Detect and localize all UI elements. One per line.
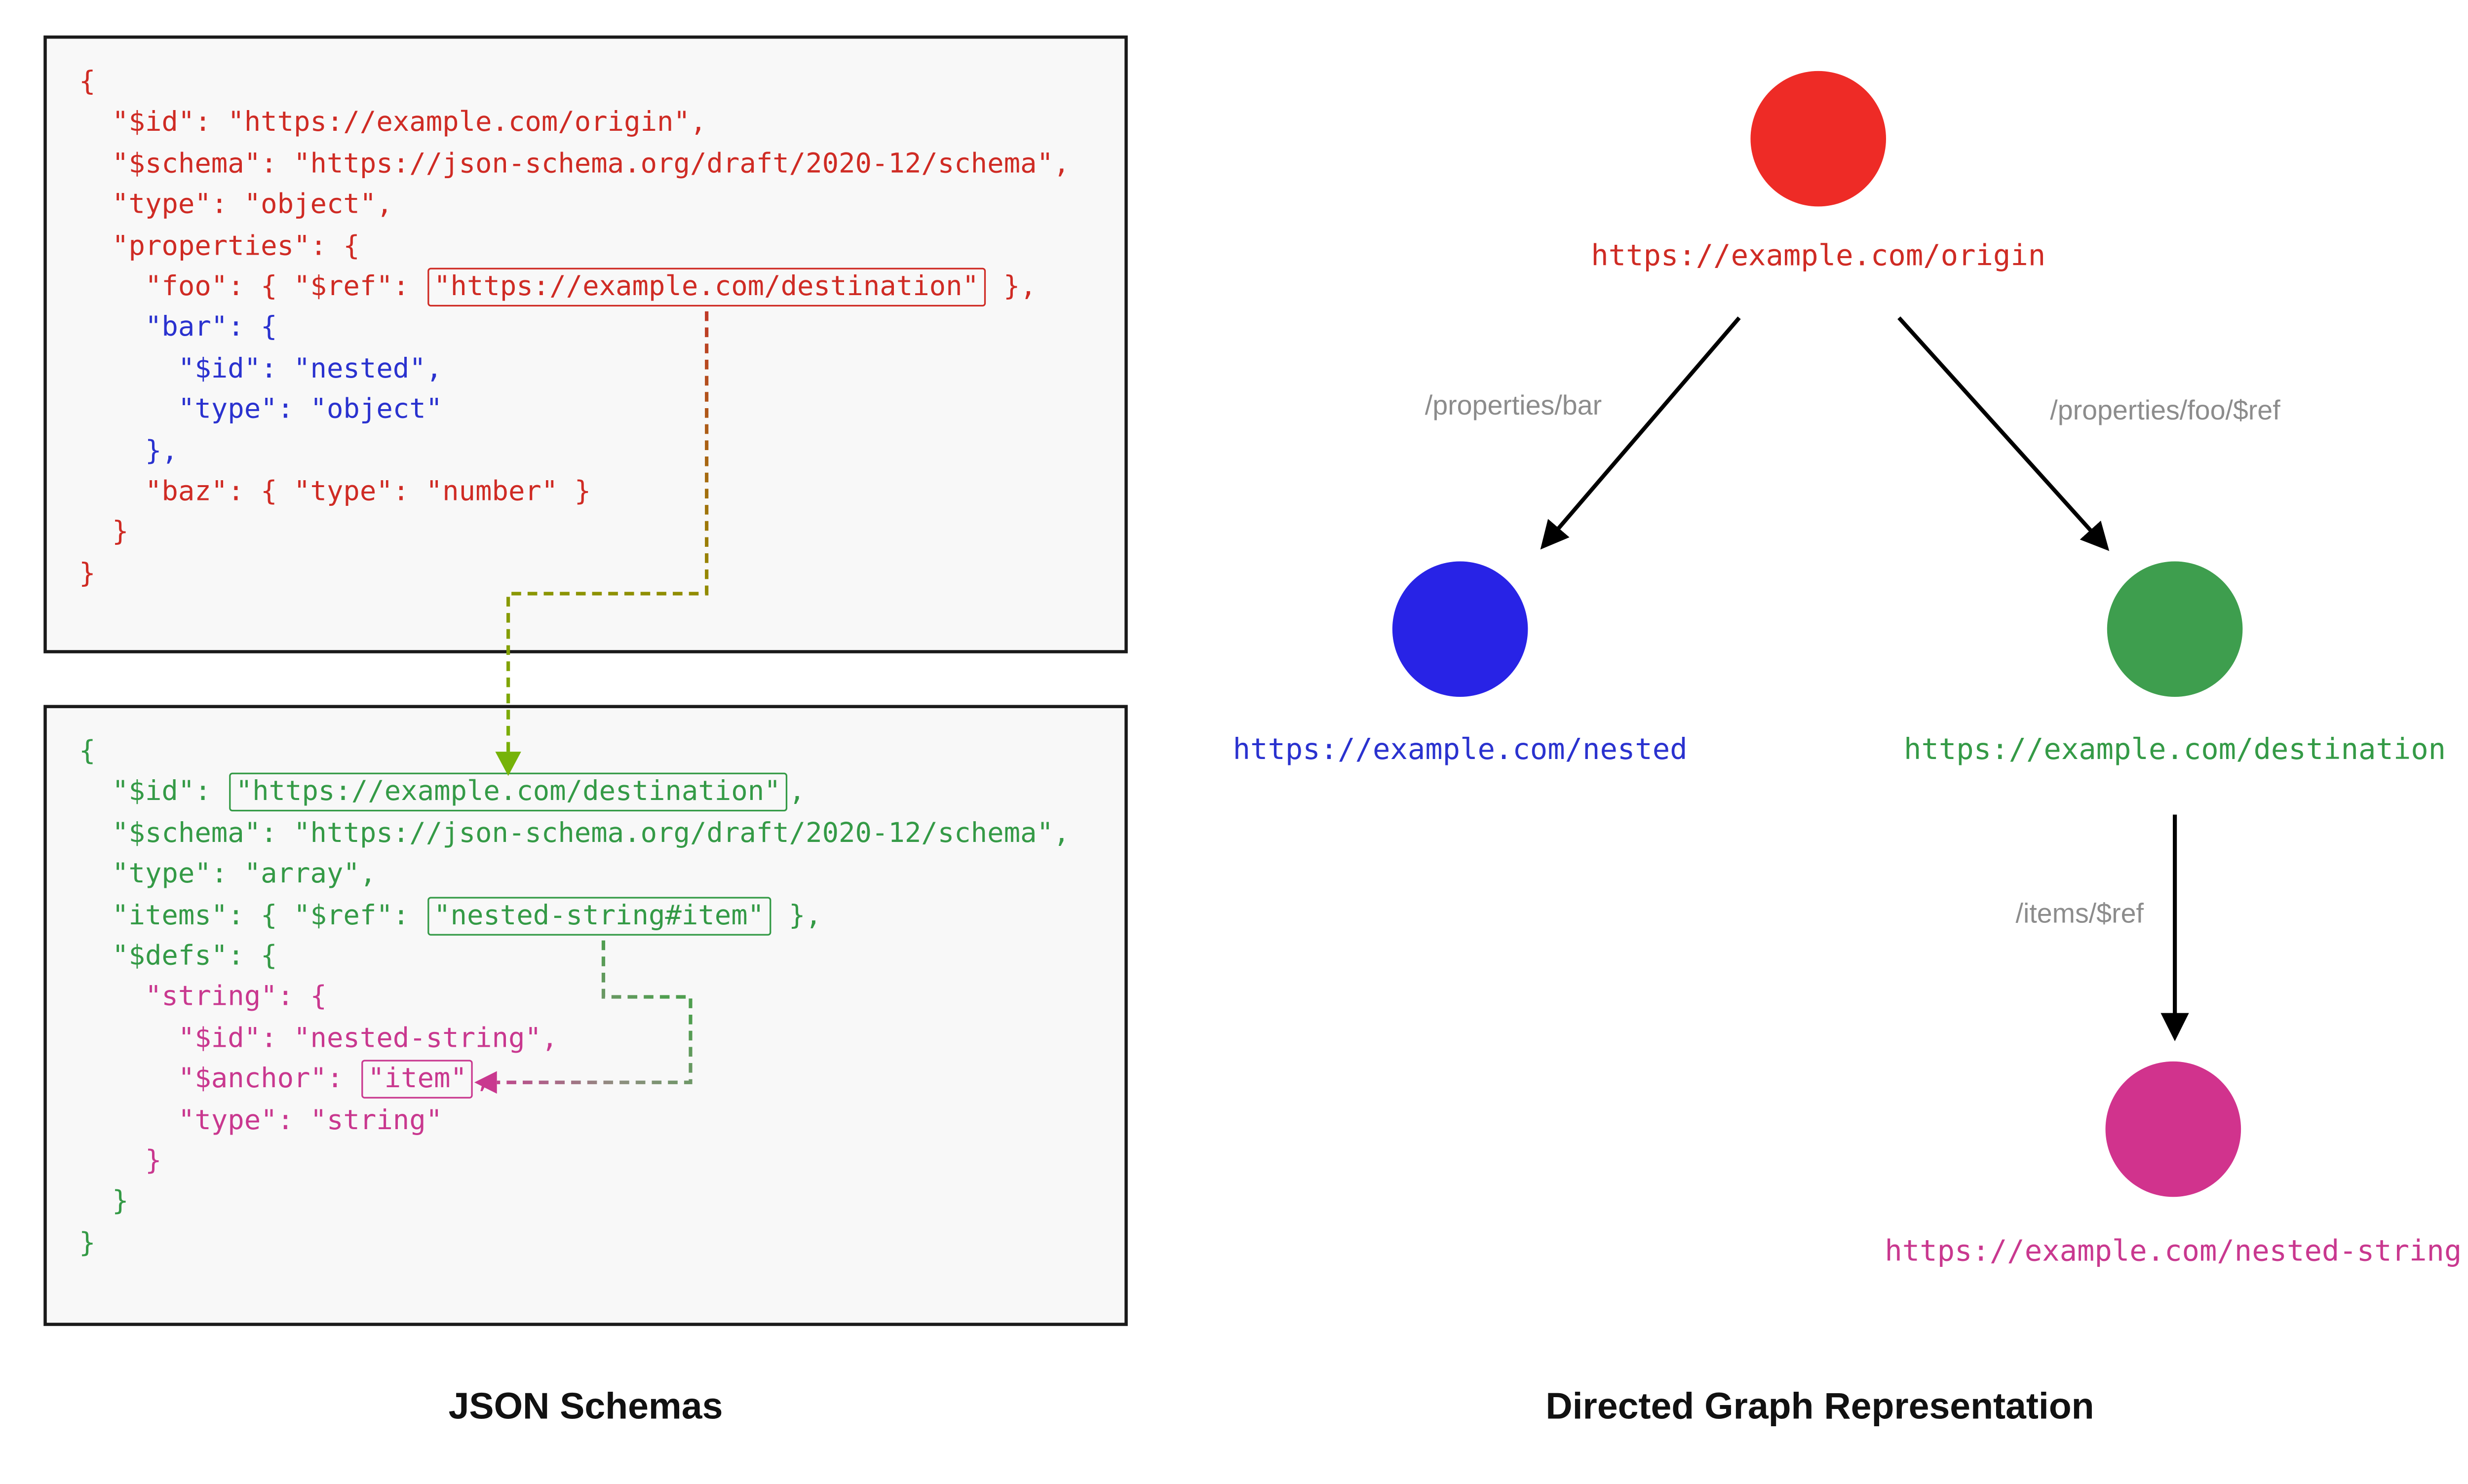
code-token: "properties": { (79, 230, 360, 263)
code-token: } (79, 1227, 96, 1260)
code-line: } (79, 555, 1115, 596)
code-token: "baz": { "type": "number" } (79, 476, 591, 508)
code-line: "baz": { "type": "number" } (79, 473, 1115, 514)
graph-node-destination (2107, 561, 2243, 697)
code-token: "$id": "nested", (79, 353, 443, 385)
graph-node-label-origin: https://example.com/origin (1591, 239, 2046, 274)
graph-edge-label-properties-foo-ref: /properties/foo/$ref (2050, 395, 2280, 426)
code-line: } (79, 1183, 1115, 1224)
code-line: } (79, 1142, 1115, 1183)
origin-schema-code: { "$id": "https://example.com/origin", "… (47, 38, 1124, 596)
graph-edge-label-items-ref: /items/$ref (2015, 898, 2144, 929)
destination-schema-code: { "$id": "https://example.com/destinatio… (47, 708, 1124, 1265)
code-line: "bar": { (79, 309, 1115, 350)
code-line: "$defs": { (79, 937, 1115, 978)
code-token: } (79, 1145, 162, 1178)
code-line: "type": "object", (79, 186, 1115, 227)
code-token: "items": { "$ref": (79, 899, 426, 932)
ref-token-box: "https://example.com/destination" (229, 773, 787, 812)
graph-node-origin (1750, 71, 1887, 207)
code-line: } (79, 514, 1115, 555)
destination-schema-box: { "$id": "https://example.com/destinatio… (43, 705, 1128, 1326)
code-token: "type": "string" (79, 1104, 443, 1137)
code-line: { (79, 732, 1115, 773)
code-token: } (79, 517, 129, 549)
ref-token-box: "item" (361, 1060, 474, 1099)
code-line: "items": { "$ref": "nested-string#item" … (79, 896, 1115, 937)
code-line: "$id": "https://example.com/destination"… (79, 773, 1115, 814)
code-token: { (79, 735, 96, 768)
code-token: }, (79, 435, 178, 467)
graph-edge-origin-to-destination (1897, 316, 2110, 551)
code-token: "$id": (79, 776, 228, 809)
code-token: "$id": "nested-string", (79, 1022, 558, 1055)
graph-node-label-nested: https://example.com/nested (1233, 733, 1688, 767)
code-line: "type": "string" (79, 1101, 1115, 1142)
code-line: "$schema": "https://json-schema.org/draf… (79, 145, 1115, 186)
graph-node-label-nested-string: https://example.com/nested-string (1885, 1235, 2462, 1269)
code-line: "$id": "nested-string", (79, 1019, 1115, 1060)
code-line: "$anchor": "item", (79, 1060, 1115, 1101)
code-token: }, (772, 899, 822, 932)
code-token: "type": "object" (79, 394, 443, 426)
code-line: "properties": { (79, 227, 1115, 268)
code-line: "$schema": "https://json-schema.org/draf… (79, 814, 1115, 855)
code-token: "type": "object", (79, 189, 393, 222)
code-token: "$anchor": (79, 1063, 360, 1096)
graph-edge-origin-to-nested (1540, 316, 1741, 550)
code-line: "foo": { "$ref": "https://example.com/de… (79, 267, 1115, 309)
code-token: { (79, 66, 96, 99)
code-line: "string": { (79, 978, 1115, 1019)
ref-token-box: "https://example.com/destination" (427, 267, 986, 307)
code-token: "$schema": "https://json-schema.org/draf… (79, 148, 1070, 181)
left-caption: JSON Schemas (448, 1385, 723, 1427)
code-line: "type": "object" (79, 391, 1115, 432)
code-line: "$id": "nested", (79, 350, 1115, 391)
code-token: }, (987, 271, 1037, 304)
code-token: } (79, 558, 96, 590)
code-token: "$defs": { (79, 940, 277, 973)
code-token: "type": "array", (79, 858, 377, 891)
graph-node-label-destination: https://example.com/destination (1904, 733, 2446, 767)
code-token: "bar": { (79, 312, 277, 344)
graph-edge-label-properties-bar: /properties/bar (1425, 390, 1602, 421)
code-token: "string": { (79, 981, 327, 1014)
code-line: { (79, 63, 1115, 104)
right-caption: Directed Graph Representation (1545, 1385, 2094, 1427)
code-token: } (79, 1186, 129, 1219)
code-line: } (79, 1224, 1115, 1265)
code-token: , (788, 776, 806, 809)
code-token: "$id": "https://example.com/origin", (79, 107, 707, 140)
code-line: "type": "array", (79, 855, 1115, 896)
code-token: "foo": { "$ref": (79, 271, 426, 304)
ref-token-box: "nested-string#item" (427, 896, 771, 935)
code-line: "$id": "https://example.com/origin", (79, 104, 1115, 145)
graph-node-nested (1392, 561, 1528, 697)
graph-node-nested-string (2105, 1061, 2241, 1197)
origin-schema-box: { "$id": "https://example.com/origin", "… (43, 35, 1128, 653)
code-line: }, (79, 432, 1115, 473)
code-token: "$schema": "https://json-schema.org/draf… (79, 817, 1070, 850)
code-token: , (475, 1063, 492, 1096)
